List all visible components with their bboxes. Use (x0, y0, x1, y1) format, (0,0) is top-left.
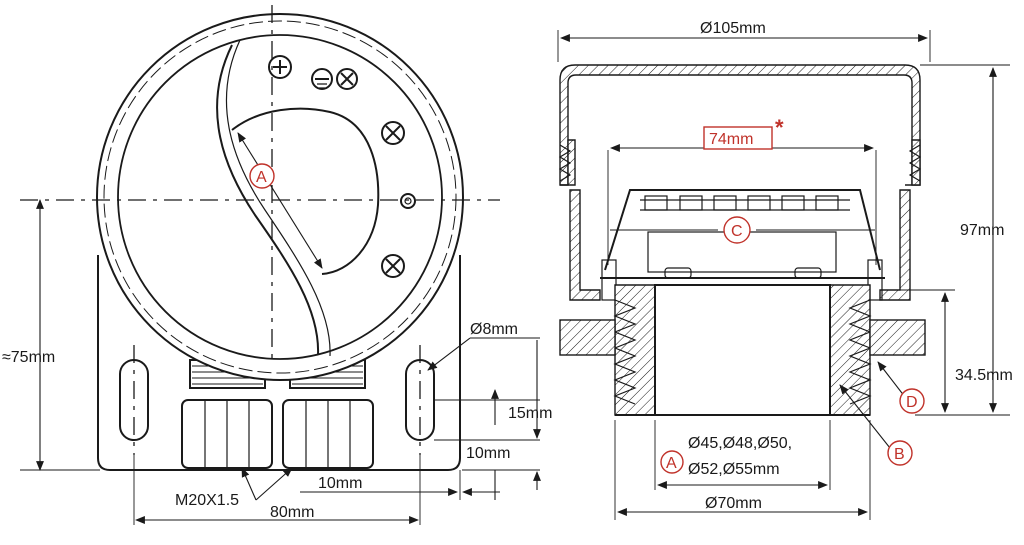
screw-icon-3 (381, 121, 405, 145)
callout-b: B (887, 440, 913, 466)
housing-inner-ring (117, 34, 443, 360)
nut-right (869, 319, 926, 356)
front-view (20, 5, 500, 471)
svg-text:A: A (256, 169, 267, 186)
label-dim-15: 15mm (508, 405, 552, 422)
label-width-80: 80mm (270, 504, 314, 521)
label-hole-8: Ø8mm (470, 321, 518, 338)
screw-icon-2 (336, 68, 358, 90)
label-dia-list-2: Ø52,Ø55mm (688, 461, 780, 478)
nut-left (559, 319, 616, 356)
svg-text:B: B (894, 446, 905, 463)
callout-a-right: A (660, 450, 684, 474)
label-dim-10-bottom: 10mm (318, 475, 362, 492)
label-dim-10-right: 10mm (466, 445, 510, 462)
body-section-right (879, 189, 911, 301)
label-asterisk: * (775, 115, 784, 140)
callout-d: D (899, 388, 925, 414)
ground-screw-icon (311, 68, 333, 90)
label-dia-list-1: Ø45,Ø48,Ø50, (688, 435, 792, 452)
mounting-plate (97, 255, 461, 471)
display-window (231, 107, 380, 275)
callout-c: C (723, 216, 751, 244)
screw-icon-4 (400, 193, 416, 209)
label-dia-70: Ø70mm (705, 495, 762, 512)
svg-text:C: C (731, 223, 743, 240)
label-inner-74: 74mm (709, 131, 753, 148)
label-height-75: ≈75mm (2, 349, 55, 366)
label-74-box (703, 126, 773, 150)
label-height-97: 97mm (960, 222, 1004, 239)
section-view (558, 64, 926, 416)
label-height-34: 34.5mm (955, 367, 1013, 384)
front-view-dimensions (20, 199, 541, 525)
callout-a-left: A (249, 163, 275, 189)
screw-icon-1 (268, 55, 292, 79)
svg-text:D: D (906, 394, 918, 411)
terminal-screws (644, 195, 839, 211)
svg-text:A: A (666, 455, 677, 472)
section-view-dimensions (557, 30, 1010, 520)
cap-section (559, 64, 921, 186)
label-thread: M20X1.5 (175, 492, 239, 509)
housing-knurl-ring (103, 20, 457, 374)
label-dia-105: Ø105mm (700, 20, 766, 37)
body-section-left (569, 189, 601, 301)
screw-icon-5 (381, 254, 405, 278)
